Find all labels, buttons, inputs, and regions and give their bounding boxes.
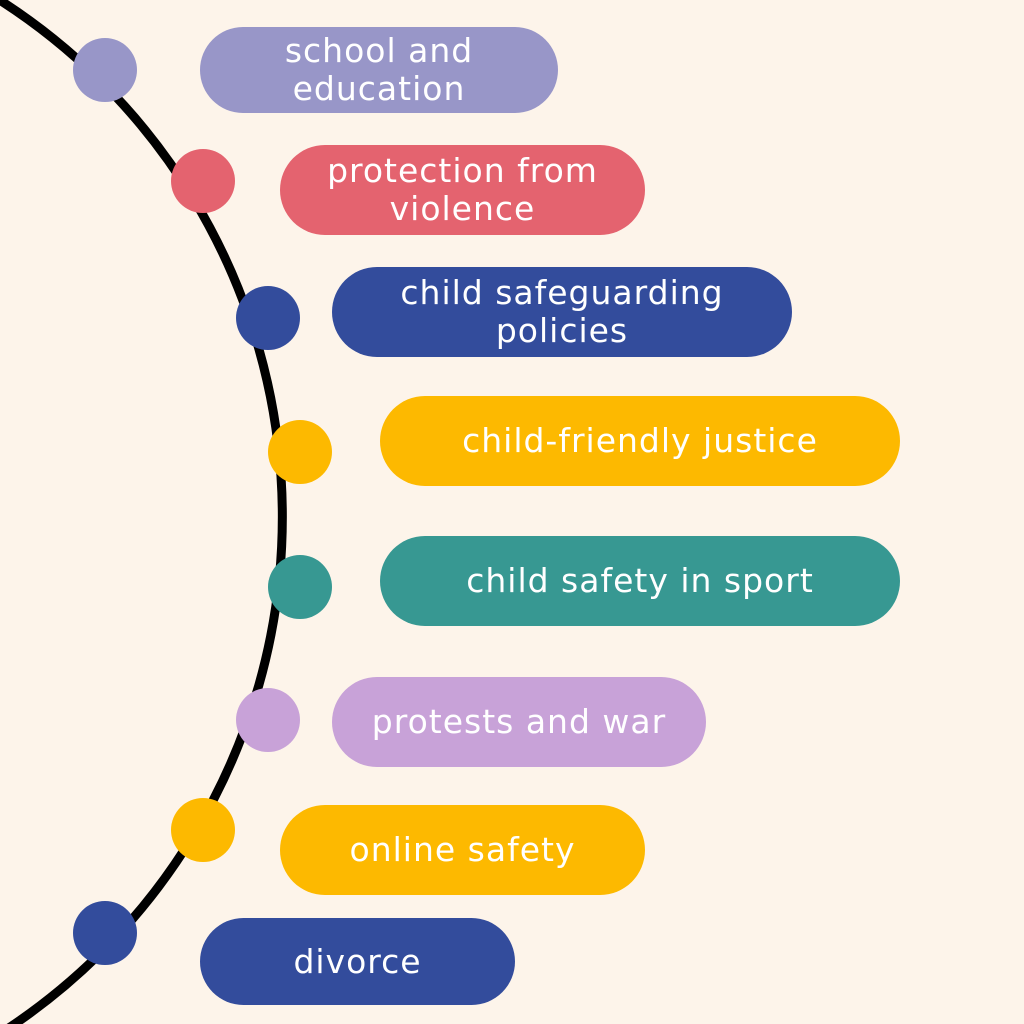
- topic-pill: child-friendly justice: [380, 396, 900, 486]
- topic-label: protests and war: [371, 702, 667, 741]
- topic-pill: protests and war: [332, 677, 706, 767]
- timeline-dot: [236, 286, 300, 350]
- timeline-dot: [73, 901, 137, 965]
- topic-label: child safety in sport: [466, 561, 814, 600]
- topic-label: divorce: [293, 941, 422, 981]
- timeline-dot: [73, 38, 137, 102]
- timeline-dot: [171, 798, 235, 862]
- timeline-dot: [268, 555, 332, 619]
- topic-pill: online safety: [280, 805, 645, 895]
- topic-pill: child safety in sport: [380, 536, 900, 626]
- timeline-dot: [236, 688, 300, 752]
- timeline-dot: [268, 420, 332, 484]
- topic-pill: divorce: [200, 918, 515, 1005]
- timeline-dot: [171, 149, 235, 213]
- topic-label: online safety: [349, 830, 576, 869]
- topic-label: child-friendly justice: [462, 421, 818, 460]
